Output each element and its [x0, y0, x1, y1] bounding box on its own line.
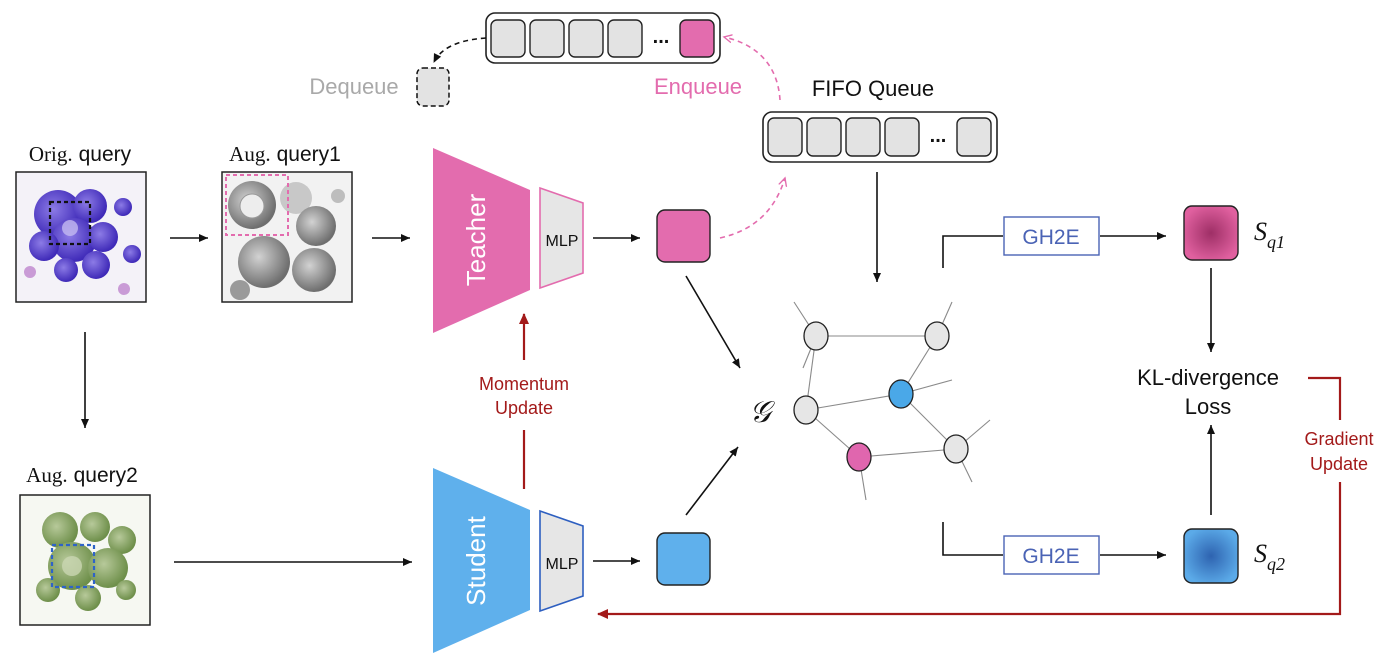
graph-node	[924, 321, 950, 351]
s-q2-base: S	[1254, 539, 1267, 568]
kl-label-line1: KL-divergence	[1137, 365, 1279, 390]
gradient-path-lower	[597, 482, 1342, 619]
teacher-embedding	[656, 209, 711, 263]
graph-symbol: 𝒢	[749, 396, 775, 429]
similarity-matrix-q2	[1183, 528, 1239, 584]
s-q1-base: S	[1254, 217, 1267, 246]
student-label: Student	[461, 515, 491, 605]
fifo-queue-ellipsis: ...	[930, 125, 947, 147]
gh2e-label-upper: GH2E	[1022, 226, 1079, 249]
orig-query-label: Orig. query	[29, 142, 132, 166]
gradient-label-line1: Gradient	[1304, 429, 1373, 449]
aug-query2-prefix: Aug.	[26, 463, 67, 487]
fifo-queue: ...	[762, 111, 998, 163]
student-mlp: MLP	[539, 509, 584, 613]
s-q1-sub: q1	[1267, 232, 1285, 252]
gh2e-box-lower	[1003, 535, 1100, 575]
aug-query2-word: query2	[74, 464, 138, 487]
top-queue-ellipsis: ...	[653, 26, 670, 48]
graph-node	[803, 321, 829, 351]
kl-label-line2: Loss	[1185, 394, 1231, 419]
arrow-teacher-embedding-to-graph	[685, 275, 741, 369]
green-cell-micrograph-icon	[19, 494, 151, 626]
teacher-label: Teacher	[461, 193, 491, 286]
orig-query-word: query	[79, 143, 132, 166]
gradient-label-line2: Update	[1310, 454, 1368, 474]
enqueue-arrow-lower	[719, 178, 785, 239]
student-embedding	[656, 532, 711, 586]
enqueue-label: Enqueue	[654, 74, 742, 99]
gh2e-label-lower: GH2E	[1022, 545, 1079, 568]
s-q1-label: Sq1	[1254, 217, 1285, 252]
graph-node-student	[888, 379, 914, 409]
dequeue-label: Dequeue	[309, 74, 398, 99]
momentum-label-line2: Update	[495, 398, 553, 418]
enqueued-item	[679, 19, 715, 58]
dequeue-arrow	[433, 37, 487, 63]
teacher-mlp: MLP	[539, 186, 584, 290]
momentum-label-line1: Momentum	[479, 374, 569, 394]
graph-node-teacher	[846, 442, 872, 472]
s-q2-sub: q2	[1267, 554, 1285, 574]
enqueue-arrow-upper	[724, 37, 781, 101]
student-encoder: Student	[433, 468, 530, 653]
graph-node	[943, 434, 969, 464]
top-queue: ...	[485, 12, 721, 64]
aug-query2-label: Aug. query2	[26, 463, 138, 487]
aug-query1-label: Aug. query1	[229, 142, 341, 166]
teacher-mlp-label: MLP	[546, 233, 579, 250]
similarity-matrix-q1	[1183, 205, 1239, 261]
blood-cell-micrograph-icon	[15, 171, 147, 303]
orig-query-prefix: Orig.	[29, 142, 73, 166]
branch-lower	[942, 522, 1003, 556]
student-mlp-label: MLP	[546, 556, 579, 573]
graph-node	[793, 395, 819, 425]
dequeued-item	[416, 67, 450, 107]
grayscale-cell-micrograph-icon	[221, 171, 353, 303]
arrow-student-embedding-to-graph	[685, 446, 739, 516]
gradient-path-upper	[1308, 376, 1342, 420]
aug-query1-word: query1	[277, 143, 341, 166]
graph-nodes	[793, 321, 969, 472]
aug-query1-prefix: Aug.	[229, 142, 270, 166]
teacher-encoder: Teacher	[433, 148, 530, 333]
fifo-queue-label: FIFO Queue	[812, 76, 934, 101]
branch-upper	[942, 235, 1003, 268]
s-q2-label: Sq2	[1254, 539, 1285, 574]
gh2e-box-upper	[1003, 216, 1100, 256]
